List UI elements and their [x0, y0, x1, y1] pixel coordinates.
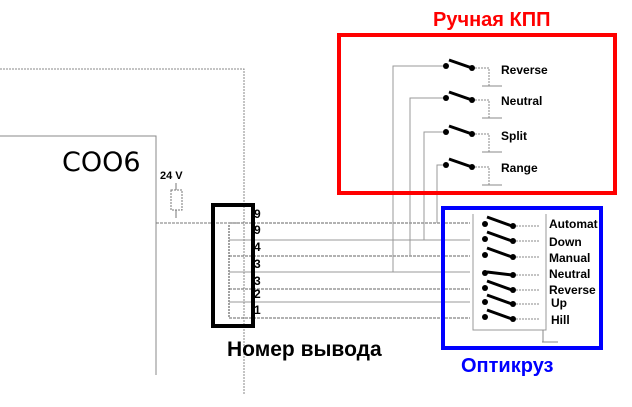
switch-lever: [486, 279, 513, 292]
switch-lever: [448, 90, 473, 102]
manual-switch-label: Reverse: [501, 63, 548, 77]
supply-voltage-label: 24 V: [160, 170, 183, 182]
switch-contact: [482, 270, 488, 276]
pin-label: 3: [254, 257, 261, 271]
switch-lever: [448, 124, 473, 136]
switch-contact: [510, 316, 516, 322]
riser-wire: [409, 97, 446, 256]
ground-wire: [475, 166, 490, 185]
pin-label: 9: [254, 207, 261, 221]
switch-contact: [469, 164, 475, 170]
resistor-24v: [170, 183, 183, 218]
riser-wire: [392, 65, 446, 272]
pin-label: 1: [254, 303, 261, 317]
switch-contact: [469, 65, 475, 71]
unit-name: COO6: [62, 147, 141, 178]
riser-wire: [423, 131, 446, 240]
switch-contact: [469, 131, 475, 137]
switch-lever: [486, 270, 513, 277]
opticruise-switch-label: Manual: [549, 251, 591, 265]
switch-contact: [510, 287, 516, 293]
opticruise-switch-label: Down: [549, 235, 582, 249]
switch-contact: [482, 314, 488, 320]
switch-contact: [510, 301, 516, 307]
switch-contact: [482, 236, 488, 242]
switch-contact: [482, 252, 488, 258]
switch-contact: [469, 97, 475, 103]
opticruise-switch-label: Automat: [549, 217, 598, 231]
switch-contact: [443, 95, 449, 101]
switch-contact: [510, 238, 516, 244]
unit-outline: [0, 68, 245, 395]
switch-contact: [510, 223, 516, 229]
connector-frame: [211, 203, 255, 328]
switch-contact: [482, 221, 488, 227]
pin-wires: [229, 65, 470, 319]
opticruise-bus: [472, 214, 547, 331]
manual-switch-group: [443, 58, 502, 186]
switch-lever: [486, 246, 513, 259]
switch-contact: [510, 254, 516, 260]
ground-wire: [475, 99, 490, 118]
opticruise-switch-label: Hill: [551, 313, 570, 327]
ground-wire: [475, 67, 490, 86]
manual-gearbox-title: Ручная КПП: [433, 9, 551, 31]
switch-lever: [486, 230, 513, 243]
opticruise-switch-label: Reverse: [549, 283, 596, 297]
opticruise-switch-label: Up: [551, 296, 567, 310]
connector-caption: Номер вывода: [227, 338, 382, 361]
opticruise-frame: [441, 206, 603, 350]
switch-contact: [482, 285, 488, 291]
switch-lever: [486, 215, 513, 228]
switch-lever: [448, 157, 473, 169]
opticruise-switch-label: Neutral: [549, 267, 591, 281]
switch-contact: [443, 162, 449, 168]
switch-lever: [486, 293, 513, 306]
switch-lever: [486, 308, 513, 321]
manual-switch-label: Neutral: [501, 94, 543, 108]
pin-label: 2: [254, 287, 261, 301]
manual-gearbox-frame: [337, 33, 617, 195]
pin-label: 9: [254, 223, 261, 237]
pin-label: 3: [254, 274, 261, 288]
switch-contact: [482, 299, 488, 305]
switch-contact: [510, 272, 516, 278]
pin-label: 4: [254, 240, 261, 254]
opticruise-title: Оптикруз: [461, 355, 554, 377]
ground-wire: [475, 133, 490, 152]
manual-switch-label: Range: [501, 161, 538, 175]
opticruise-switch-group: [472, 214, 558, 343]
switch-contact: [443, 63, 449, 69]
switch-lever: [448, 58, 473, 70]
switch-contact: [443, 129, 449, 135]
manual-switch-label: Split: [501, 129, 527, 143]
